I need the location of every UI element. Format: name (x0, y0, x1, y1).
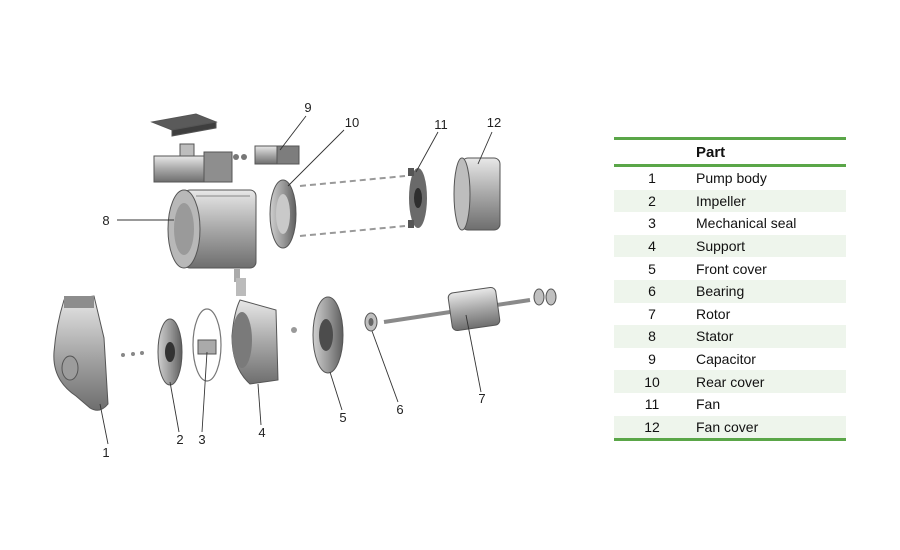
legend-row: 12 Fan cover (614, 415, 846, 442)
fan (408, 168, 427, 228)
legend-number: 2 (614, 189, 696, 213)
callout-3: 3 (198, 432, 205, 447)
legend-row: 4 Support (614, 234, 846, 258)
legend-part-name: Capacitor (696, 351, 756, 368)
legend-number: 9 (648, 351, 656, 368)
mechanical-seal (192, 308, 222, 382)
legend-part-name: Rotor (696, 305, 731, 322)
callout-1: 1 (102, 445, 109, 460)
callout-2: 2 (176, 432, 183, 447)
legend-number: 10 (614, 370, 696, 393)
legend-row: 9 Capacitor (614, 348, 846, 371)
legend-row: 5 Front cover (614, 257, 846, 280)
legend-number: 5 (648, 260, 656, 277)
legend-row: 1 Pump body (614, 166, 846, 190)
tie-rods (299, 175, 406, 237)
pump-body (53, 295, 144, 411)
callout-4: 4 (258, 425, 265, 440)
legend-row: 2 Impeller (614, 189, 846, 213)
callout-7: 7 (478, 391, 485, 406)
legend-part-name: Bearing (696, 279, 846, 303)
legend-row: 6 Bearing (614, 279, 846, 303)
legend-part-name: Support (696, 234, 846, 258)
leader-lines (99, 115, 493, 445)
legend-header-row: Part (614, 137, 846, 167)
legend-part-name: Front cover (696, 260, 767, 277)
legend-row: 3 Mechanical seal (614, 212, 846, 235)
legend-number: 11 (644, 396, 660, 413)
legend-header-part: Part (614, 137, 846, 167)
parts-legend-table: Part 1 Pump body 2 Impeller 3 Mechanical… (614, 137, 846, 442)
rotor (383, 286, 557, 332)
legend-part-name: Fan cover (696, 415, 846, 442)
exploded-pump-diagram: 1 2 3 4 5 6 7 8 9 10 11 12 (53, 100, 557, 460)
legend-number: 12 (614, 415, 696, 442)
stator-housing (167, 189, 257, 282)
fan-cover (453, 157, 501, 231)
rear-cover (269, 179, 297, 249)
legend-part-name: Mechanical seal (696, 215, 797, 232)
legend-row: 10 Rear cover (614, 370, 846, 393)
legend-part-name: Pump body (696, 170, 767, 187)
legend-number: 8 (614, 325, 696, 348)
legend-row: 7 Rotor (614, 303, 846, 326)
legend-part-name: Fan (696, 396, 721, 413)
callout-11: 11 (434, 117, 448, 132)
callout-5: 5 (339, 410, 346, 425)
callout-6: 6 (396, 402, 403, 417)
callout-12: 12 (487, 115, 501, 130)
legend-row: 11 Fan (614, 393, 846, 416)
callout-labels: 1 2 3 4 5 6 7 8 9 10 11 12 (102, 100, 501, 460)
front-cover (312, 296, 344, 374)
legend-number: 1 (648, 170, 656, 187)
capacitor-assembly (150, 113, 300, 183)
legend-part-name: Impeller (696, 189, 846, 213)
legend-number: 4 (614, 234, 696, 258)
legend-number: 7 (648, 305, 656, 322)
legend-part-name: Stator (696, 325, 846, 348)
bearing (364, 312, 378, 332)
callout-9: 9 (304, 100, 311, 115)
callout-10: 10 (345, 115, 359, 130)
legend-row: 8 Stator (614, 325, 846, 348)
legend-number: 3 (648, 215, 656, 232)
legend-part-name: Rear cover (696, 370, 846, 393)
impeller (157, 318, 183, 386)
support (231, 278, 297, 385)
legend-number: 6 (614, 279, 696, 303)
callout-8: 8 (102, 213, 109, 228)
